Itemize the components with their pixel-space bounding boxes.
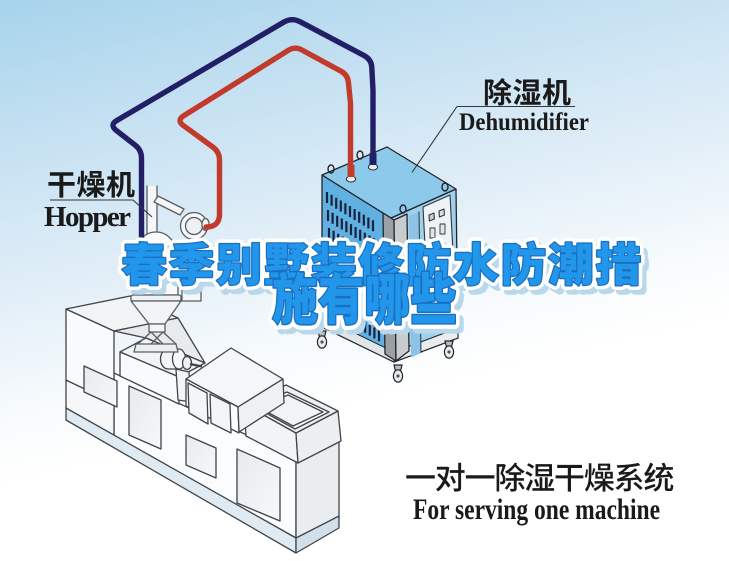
svg-text:Hopper: Hopper	[44, 201, 131, 233]
svg-text:For serving one machine: For serving one machine	[413, 493, 660, 526]
svg-text:Dehumidifier: Dehumidifier	[459, 107, 589, 136]
